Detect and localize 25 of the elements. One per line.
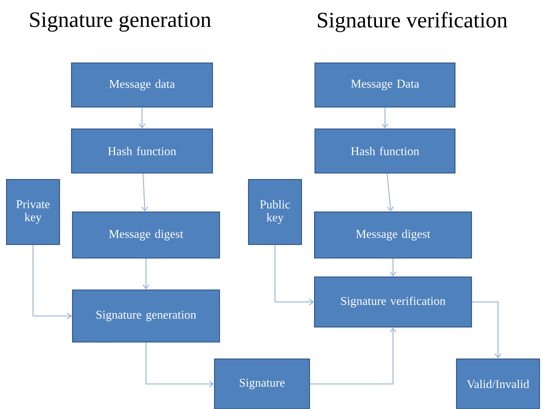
process-box: Valid/Invalid [456, 358, 540, 409]
arrow [138, 107, 146, 128]
arrow [146, 342, 214, 388]
process-box: Message digest [314, 212, 472, 258]
arrow [386, 173, 394, 212]
arrow [472, 302, 502, 358]
process-box: Hash function [71, 128, 213, 174]
column-heading: Signature verification [318, 12, 508, 32]
arrow [142, 258, 150, 290]
arrow [32, 244, 72, 320]
arrow [141, 173, 148, 212]
process-box: Message data [71, 62, 213, 108]
column-heading: Signature generation [30, 12, 212, 32]
process-box: Message digest [72, 212, 220, 258]
arrow [390, 258, 396, 276]
arrow [274, 244, 314, 306]
arrow [310, 327, 396, 384]
process-box: Signature generation [72, 290, 220, 342]
process-box: Message Data [314, 62, 456, 108]
arrow [382, 107, 388, 128]
process-box: Hash function [314, 128, 456, 174]
process-box: Signature verification [314, 276, 472, 328]
process-box: Public key [248, 179, 302, 245]
process-box: Signature [214, 358, 310, 409]
process-box: Private key [6, 179, 60, 245]
